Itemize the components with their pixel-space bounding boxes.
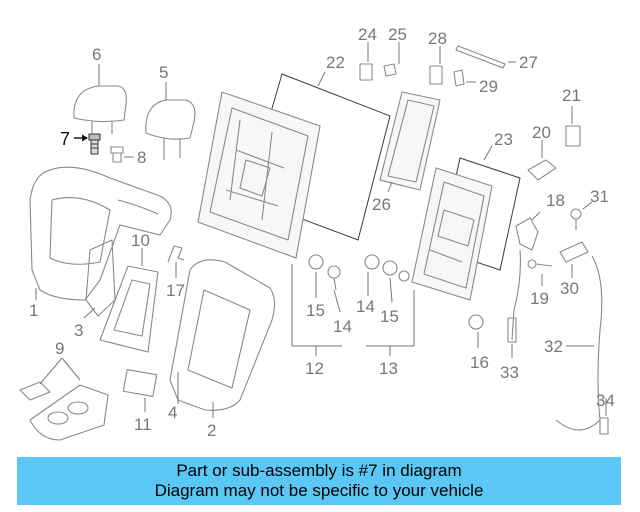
part-6-headrest: 6 (73, 45, 127, 138)
part-29: 29 (453, 69, 498, 96)
part-9-cupholder: 9 (19, 339, 109, 441)
part-5-headrest: 5 (145, 63, 196, 160)
callout-12: 12 (305, 359, 324, 378)
callout-23: 23 (494, 130, 513, 149)
banner-line-1: Part or sub-assembly is #7 in diagram (176, 461, 462, 480)
part-24: 24 (358, 25, 377, 81)
callout-33: 33 (500, 363, 519, 382)
banner-line-2: Diagram may not be specific to your vehi… (154, 481, 484, 500)
group-13: 14 15 13 (356, 254, 415, 378)
callout-4: 4 (168, 403, 177, 422)
callout-17: 17 (166, 281, 185, 300)
callout-25: 25 (388, 25, 407, 44)
callout-28: 28 (428, 29, 447, 48)
pane-26: 26 (372, 91, 441, 214)
callout-14b: 14 (356, 297, 375, 316)
callout-30: 30 (560, 279, 579, 298)
part-21: 21 (562, 86, 581, 147)
part-27-rod: 27 (455, 45, 538, 72)
callout-32: 32 (544, 337, 563, 356)
callout-18: 18 (546, 191, 565, 210)
part-25: 25 (383, 25, 407, 77)
part-17-bracket: 17 (166, 245, 185, 300)
callout-7: 7 (60, 129, 70, 149)
part-7-guide-sleeve: 7 (60, 129, 101, 155)
part-2-backrest-cover: 2 4 (168, 259, 276, 440)
callout-29: 29 (479, 77, 498, 96)
callout-15a: 15 (306, 301, 325, 320)
part-20: 20 (527, 123, 557, 181)
part-16-cap: 16 (468, 314, 489, 372)
part-34: 34 (596, 391, 615, 435)
part-8-clip: 8 (110, 146, 146, 167)
callout-19: 19 (530, 289, 549, 308)
parts-diagram: 6 5 7 8 1 3 (19, 25, 615, 441)
callout-22: 22 (326, 53, 345, 72)
callout-14a: 14 (333, 317, 352, 336)
callout-10: 10 (131, 231, 150, 250)
part-31-screw: 31 (570, 187, 609, 230)
callout-13: 13 (379, 359, 398, 378)
callout-3: 3 (74, 321, 83, 340)
callout-11: 11 (134, 415, 152, 434)
callout-24: 24 (358, 25, 377, 44)
callout-34: 34 (596, 391, 615, 410)
callout-1: 1 (29, 301, 38, 320)
callout-6: 6 (92, 45, 101, 64)
callout-26: 26 (372, 195, 391, 214)
callout-2: 2 (207, 421, 216, 440)
backrest-frame-left (197, 91, 321, 259)
callout-20: 20 (532, 123, 551, 142)
part-30-release: 30 (559, 241, 589, 298)
part-10-armrest: 10 (99, 231, 159, 353)
callout-16: 16 (470, 353, 489, 372)
info-banner: Part or sub-assembly is #7 in diagram Di… (17, 457, 621, 505)
callout-15b: 15 (380, 307, 399, 326)
part-1-backrest-cushion: 1 (29, 166, 172, 320)
backrest-frame-right (411, 167, 493, 301)
part-32-cable: 32 (544, 255, 603, 431)
part-18-latch: 18 (515, 191, 565, 251)
part-19-bolt: 19 (527, 259, 553, 308)
callout-8: 8 (137, 148, 146, 167)
part-3-side-bolster: 3 (74, 239, 116, 340)
part-11-trim: 11 (122, 369, 158, 434)
callout-5: 5 (159, 63, 168, 82)
callout-9: 9 (55, 339, 64, 358)
part-33-cable: 33 (500, 249, 521, 382)
callout-27: 27 (519, 53, 538, 72)
group-12: 15 14 12 (291, 254, 352, 378)
callout-21: 21 (562, 86, 581, 105)
callout-31: 31 (590, 187, 609, 206)
part-28: 28 (428, 29, 447, 85)
